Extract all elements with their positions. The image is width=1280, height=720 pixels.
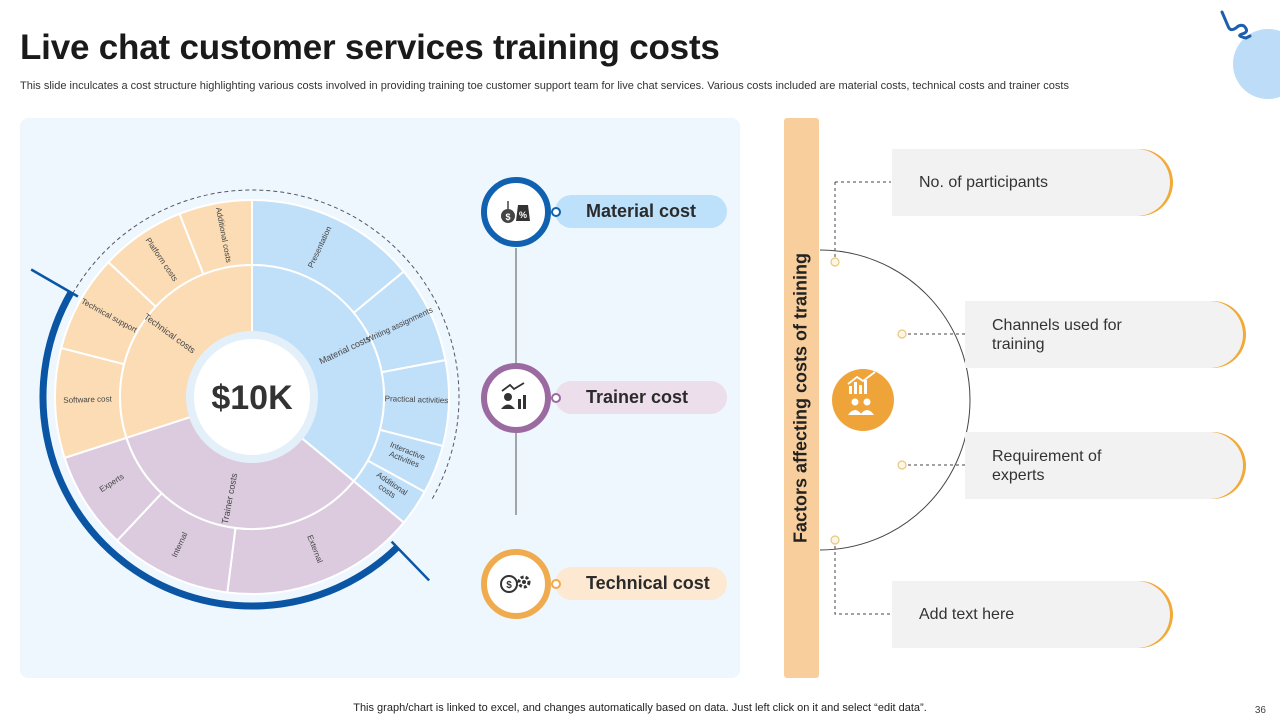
legend-icon-technical: $	[481, 549, 561, 619]
center-disc	[186, 331, 318, 463]
svg-text:$: $	[505, 212, 510, 222]
audience-chart-icon	[847, 371, 876, 415]
accent-band-arc	[39, 290, 400, 610]
legend-icon-trainer	[481, 363, 561, 433]
outer-ring	[54, 198, 450, 595]
factor-item-participants[interactable]: No. of participants	[892, 149, 1170, 216]
center-value: $10K	[211, 379, 293, 417]
accent-tick-0	[390, 540, 431, 582]
factor-item-add-text[interactable]: Add text here	[892, 581, 1170, 648]
factor-item-experts[interactable]: Requirement of experts	[965, 432, 1243, 499]
outer-label-practical-activities-2: Practical activities	[385, 394, 449, 405]
page-title: Live chat customer services training cos…	[20, 28, 720, 67]
legend-pill-material[interactable]: Material cost	[555, 195, 727, 228]
factors-center-badge	[832, 369, 894, 431]
legend-pill-technical[interactable]: Technical cost	[555, 567, 727, 600]
factors-connectors	[819, 181, 971, 615]
legend-label-technical: Technical cost	[586, 573, 710, 593]
legend: Material cost $ % Trainer cost Technical…	[480, 175, 740, 625]
factor-label: Requirement of experts	[992, 447, 1102, 484]
legend-icon-material: $ %	[481, 177, 561, 247]
footer-note: This graph/chart is linked to excel, and…	[353, 702, 927, 714]
logo-circle	[1233, 29, 1280, 99]
factor-item-channels[interactable]: Channels used for training	[965, 301, 1243, 368]
factors-bar	[784, 118, 819, 678]
page-subtitle: This slide inculcates a cost structure h…	[20, 80, 1069, 92]
outer-label-software-cost-8: Software cost	[63, 394, 113, 405]
svg-text:$: $	[506, 580, 512, 591]
factor-label: Channels used for training	[992, 316, 1122, 353]
factor-label: Add text here	[919, 606, 1015, 623]
accent-arcs	[30, 189, 460, 610]
legend-pill-trainer[interactable]: Trainer cost	[555, 381, 727, 414]
money-gear-icon: $	[500, 575, 531, 593]
money-percent-icon: $ %	[501, 201, 530, 223]
factors-bar-label: Factors affecting costs of training	[790, 252, 811, 544]
brand-logo	[1220, 10, 1280, 99]
legend-label-material: Material cost	[586, 201, 697, 221]
legend-label-trainer: Trainer cost	[586, 387, 689, 407]
factors-arc	[819, 249, 971, 551]
svg-text:%: %	[519, 210, 527, 220]
factor-label: No. of participants	[919, 174, 1048, 191]
accent-tick-1	[30, 268, 79, 298]
page-number: 36	[1254, 705, 1266, 716]
dashed-outline-arc	[72, 189, 460, 501]
logo-mark	[1220, 10, 1252, 40]
trainer-growth-icon	[501, 382, 526, 409]
